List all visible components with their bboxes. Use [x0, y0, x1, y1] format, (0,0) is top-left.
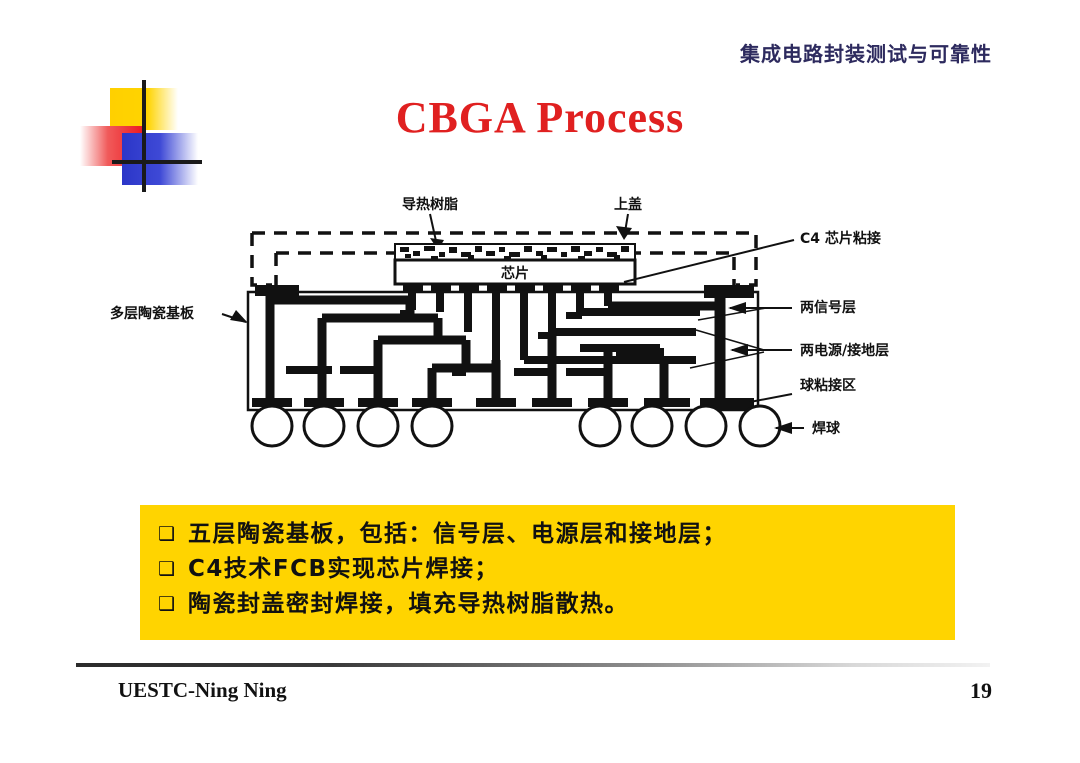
footer-divider	[76, 663, 990, 667]
logo-svg	[80, 80, 202, 192]
ball-pad-row	[252, 398, 754, 409]
callout-bullet-2: ❑ C4技术FCB实现芯片焊接；	[158, 554, 955, 584]
lid-outer-left-dashed	[250, 233, 272, 287]
label-two-signal-layers: 两信号层	[800, 299, 856, 316]
label-two-power-ground-layers: 两电源/接地层	[800, 342, 889, 359]
leader-two-signal-layers-b	[697, 307, 767, 321]
leader-c4-die-attach	[623, 239, 795, 283]
arrowhead-multilayer-substrate	[230, 310, 248, 323]
label-c4-die-attach: C4 芯片粘接	[800, 230, 881, 247]
cbga-diagram-svg: 导热树脂 上盖	[110, 196, 889, 448]
seal-pad-right	[704, 285, 754, 298]
solder-ball	[250, 404, 294, 448]
arrowhead-top-lid	[616, 226, 632, 240]
internal-plane-bars	[286, 310, 664, 376]
solder-ball	[356, 404, 400, 448]
summary-callout-box: ❑ 五层陶瓷基板，包括：信号层、电源层和接地层； ❑ C4技术FCB实现芯片焊接…	[140, 505, 955, 640]
solder-ball	[738, 404, 782, 448]
label-ball-pad-area: 球粘接区	[800, 377, 856, 394]
label-solder-ball: 焊球	[812, 420, 841, 437]
callout-bullet-2-text: C4技术FCB实现芯片焊接；	[188, 556, 500, 582]
callout-bullet-1-text: 五层陶瓷基板，包括：信号层、电源层和接地层；	[188, 521, 727, 547]
callout-bullet-3: ❑ 陶瓷封盖密封焊接，填充导热树脂散热。	[158, 589, 955, 619]
arrowhead-two-power-ground	[730, 344, 748, 356]
solder-ball	[302, 404, 346, 448]
solder-ball	[684, 404, 728, 448]
bullet-marker-icon: ❑	[158, 523, 176, 545]
lid-outer-dashed	[252, 231, 758, 287]
bullet-marker-icon: ❑	[158, 593, 176, 615]
leader-two-power-ground-c	[689, 351, 765, 369]
course-title-header: 集成电路封装测试与可靠性	[740, 42, 992, 66]
bullet-marker-icon: ❑	[158, 558, 176, 580]
cbga-cross-section-diagram: 导热树脂 上盖	[100, 190, 990, 460]
solder-ball	[410, 404, 454, 448]
seal-pad-left	[255, 285, 299, 296]
callout-bullet-3-text: 陶瓷封盖密封焊接，填充导热树脂散热。	[188, 591, 629, 617]
c4-bump-row	[403, 284, 619, 292]
arrowhead-two-signal-layers	[728, 302, 746, 314]
thermal-resin-layer	[394, 243, 636, 261]
label-top-lid: 上盖	[614, 196, 642, 213]
arrowhead-solder-ball	[774, 422, 792, 434]
label-thermal-resin: 导热树脂	[402, 196, 458, 213]
leader-two-power-ground-b	[695, 329, 765, 351]
internal-routing	[265, 292, 726, 400]
solder-ball	[630, 404, 674, 448]
decorative-logo	[74, 78, 202, 196]
callout-bullet-1: ❑ 五层陶瓷基板，包括：信号层、电源层和接地层；	[158, 519, 955, 549]
solder-ball	[578, 404, 622, 448]
footer-author: UESTC-Ning Ning	[118, 678, 287, 702]
logo-blue-square	[122, 133, 198, 185]
logo-vertical-rule	[142, 80, 146, 192]
leader-ball-pad-area	[749, 393, 793, 403]
footer-page-number: 19	[970, 678, 992, 703]
solder-ball-row	[250, 404, 782, 448]
page-title: CBGA Process	[395, 93, 685, 142]
label-multilayer-ceramic-substrate: 多层陶瓷基板	[110, 305, 195, 322]
logo-horizontal-rule	[112, 160, 202, 164]
label-chip: 芯片	[501, 265, 529, 282]
